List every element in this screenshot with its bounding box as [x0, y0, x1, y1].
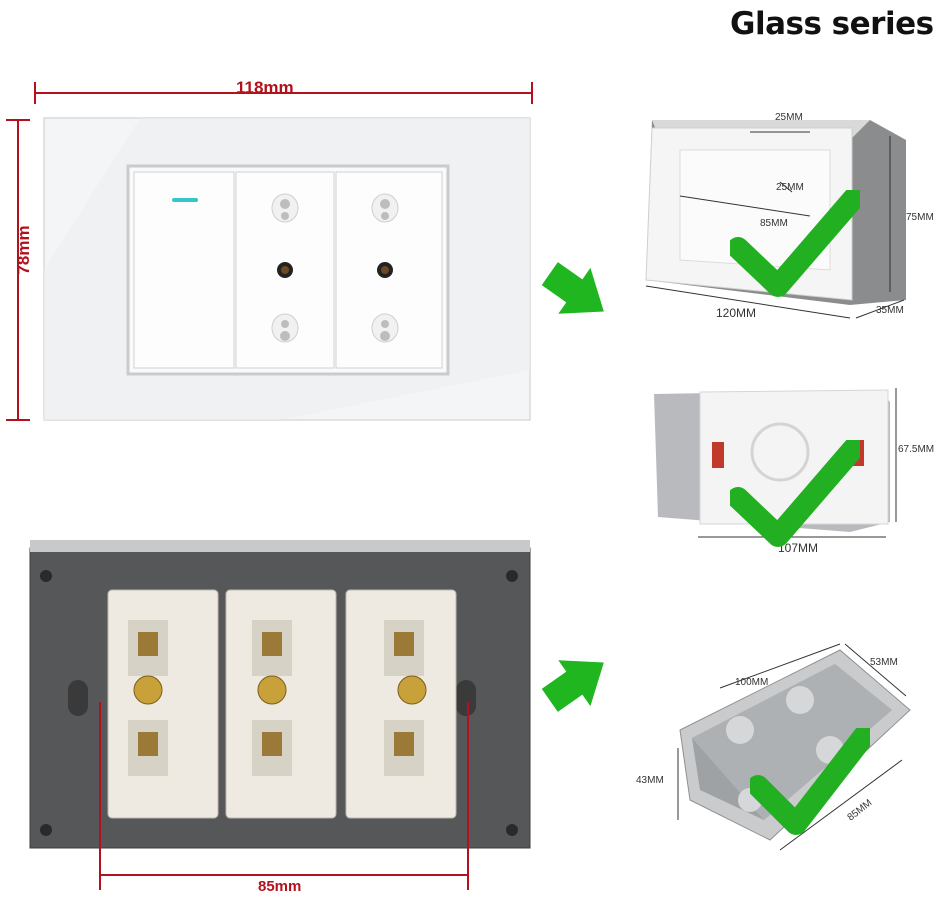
check-icon	[730, 190, 860, 297]
back-module-3	[345, 589, 457, 819]
check-icon	[750, 728, 870, 835]
check-icon	[730, 440, 860, 547]
box1-depth: 35MM	[876, 305, 904, 316]
green-arrow-icon	[541, 660, 604, 712]
socket-1-holes	[271, 193, 299, 343]
green-arrow-icon	[541, 262, 604, 314]
page-title: Glass series	[730, 6, 934, 42]
box1-inner: 25MM	[776, 182, 804, 193]
width-dimension-label: 118mm	[236, 78, 294, 97]
box3-length: 100MM	[735, 677, 769, 688]
height-dimension-label: 78mm	[14, 225, 33, 275]
back-module-2	[225, 589, 337, 819]
spacing-dimension-label: 85mm	[258, 878, 302, 895]
box2-figure	[654, 388, 897, 538]
box1-height: 75MM	[906, 212, 934, 223]
box3-depth: 53MM	[870, 657, 898, 668]
back-module-1	[107, 589, 219, 819]
back-panel-figure	[29, 540, 531, 890]
socket-2-holes	[371, 193, 399, 343]
socket-holes	[271, 193, 399, 343]
box1-width: 120MM	[716, 306, 757, 320]
box1-figure	[645, 120, 906, 319]
box1-top-width: 25MM	[775, 112, 803, 123]
box3-height: 43MM	[636, 775, 664, 786]
box2-width: 107MM	[778, 541, 819, 555]
box2-height: 67.5MM	[898, 444, 935, 455]
box1-span: 85MM	[760, 218, 788, 229]
